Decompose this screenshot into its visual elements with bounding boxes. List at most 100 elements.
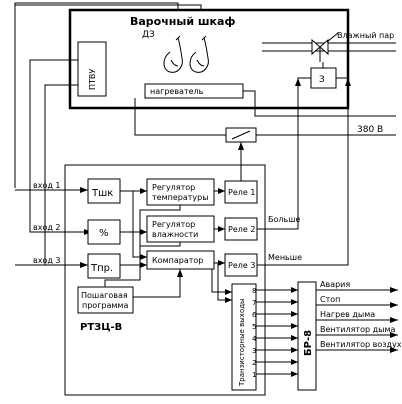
heater-label: нагреватель <box>150 87 204 96</box>
contactor-arrow <box>238 142 244 150</box>
alarm-label: Нагрев дыма <box>320 310 375 319</box>
arrow-reg-relay2 <box>218 226 225 232</box>
more-label: Больше <box>268 215 301 224</box>
output-arrow <box>291 299 298 305</box>
input-arrow-1 <box>80 187 88 193</box>
input-wire-1b <box>15 4 202 10</box>
output-number: 7 <box>252 299 256 307</box>
power-line-2 <box>134 98 226 136</box>
arrow-more <box>295 78 301 86</box>
arrow-tshk-reg <box>140 188 147 194</box>
arrow-tshk-comp <box>140 254 147 260</box>
arrow-comp-relay3 <box>218 260 225 266</box>
alarm-label: Вентилятор дыма <box>320 325 395 334</box>
less-label: Меньше <box>268 253 302 262</box>
block-tpr <box>87 253 121 279</box>
program-label-2: программа <box>82 301 128 310</box>
alarm-label: Вентилятор воздуха <box>320 340 402 349</box>
relay-2-label: Реле 2 <box>228 225 255 234</box>
block-tshk-label: Тшк <box>91 188 113 199</box>
alarm-label: Авария <box>320 280 350 289</box>
wire-prog-comp <box>133 269 181 298</box>
alarm-arrow <box>390 302 398 308</box>
block-tshk <box>87 178 121 204</box>
cabinet-title: Варочный шкаф <box>130 15 235 28</box>
regulator-temp-1: Регулятор <box>152 183 195 192</box>
regulator-hum-1: Регулятор <box>152 220 195 229</box>
input-3-label: вход 3 <box>33 256 61 265</box>
output-number: 4 <box>252 335 257 343</box>
arrow-tpr-comp <box>140 262 147 268</box>
arrow-reg-relay1 <box>218 188 225 194</box>
sensor-icon <box>163 35 209 73</box>
program-label-1: Пошаговая <box>81 291 128 300</box>
ptvu-box <box>77 41 107 97</box>
arrow-comp-trans-2 <box>225 289 232 295</box>
output-numbers: 8 7 6 5 4 3 2 1 <box>252 287 257 379</box>
steam-label: Влажный пар <box>337 31 394 40</box>
output-number: 6 <box>252 311 257 319</box>
alarm-arrow <box>390 317 398 323</box>
valve-icon <box>311 38 329 62</box>
block-hum <box>87 219 121 245</box>
output-number: 5 <box>252 323 256 331</box>
wire-prog <box>104 205 181 287</box>
valve-actuator-label: З <box>319 75 325 85</box>
output-arrow <box>291 359 298 365</box>
input-wire-3 <box>44 84 78 265</box>
transistor-outputs-label: Транзисторные выходы <box>238 298 246 387</box>
wire-relay3-less <box>257 262 349 266</box>
output-lines <box>256 287 298 377</box>
input-arrow-3 <box>80 262 88 268</box>
comparator-label: Компаратор <box>152 256 203 265</box>
alarm-arrow <box>390 332 398 338</box>
wire-prog-hum <box>140 242 181 247</box>
output-arrow <box>291 323 298 329</box>
relay-3-label: Реле 3 <box>228 261 255 270</box>
arrow-comp-trans <box>225 297 232 303</box>
wire-relay2-more <box>257 212 299 230</box>
br8-box <box>297 281 317 391</box>
output-number: 1 <box>252 371 256 379</box>
arrow-hum-reg <box>140 229 147 235</box>
transistor-outputs-box <box>231 283 257 391</box>
wire-less <box>336 77 349 262</box>
program-box <box>77 286 134 314</box>
block-tpr-label: Тпр. <box>90 263 113 274</box>
output-arrow <box>291 311 298 317</box>
regulator-temp-box <box>146 178 215 206</box>
alarm-arrow <box>390 287 398 293</box>
input-wire-1 <box>14 2 179 188</box>
controller-box <box>64 164 266 396</box>
relay-1-label: Реле 1 <box>228 188 255 197</box>
input-wire-2 <box>29 59 92 233</box>
input-1-label: вход 1 <box>33 181 61 190</box>
power-label: 380 В <box>357 125 383 135</box>
output-arrow <box>291 371 298 377</box>
cabinet-box <box>68 8 350 110</box>
contactor-switch <box>231 130 251 140</box>
block-hum-label: % <box>99 228 109 239</box>
alarm-arrow <box>390 347 398 353</box>
output-number: 3 <box>252 347 256 355</box>
input-2-label: вход 2 <box>33 223 61 232</box>
output-arrow <box>291 287 298 293</box>
arrow-less <box>345 78 351 86</box>
controller-label: РТЗЦ-В <box>80 322 122 333</box>
output-number: 2 <box>252 359 256 367</box>
regulator-temp-2: температуры <box>152 193 209 202</box>
output-arrow <box>291 335 298 341</box>
steam-arrow <box>326 32 339 43</box>
alarm-label: Стоп <box>320 295 340 304</box>
br8-label: БР-8 <box>303 330 314 356</box>
regulator-hum-2: влажности <box>152 230 198 239</box>
output-number: 8 <box>252 287 256 295</box>
wire-more <box>297 77 311 212</box>
sensor-label: ДЗ <box>142 30 155 40</box>
power-line-1 <box>243 90 396 117</box>
ptvu-label: ПТВУ <box>88 69 97 90</box>
arrow-prog-comp <box>177 269 183 277</box>
